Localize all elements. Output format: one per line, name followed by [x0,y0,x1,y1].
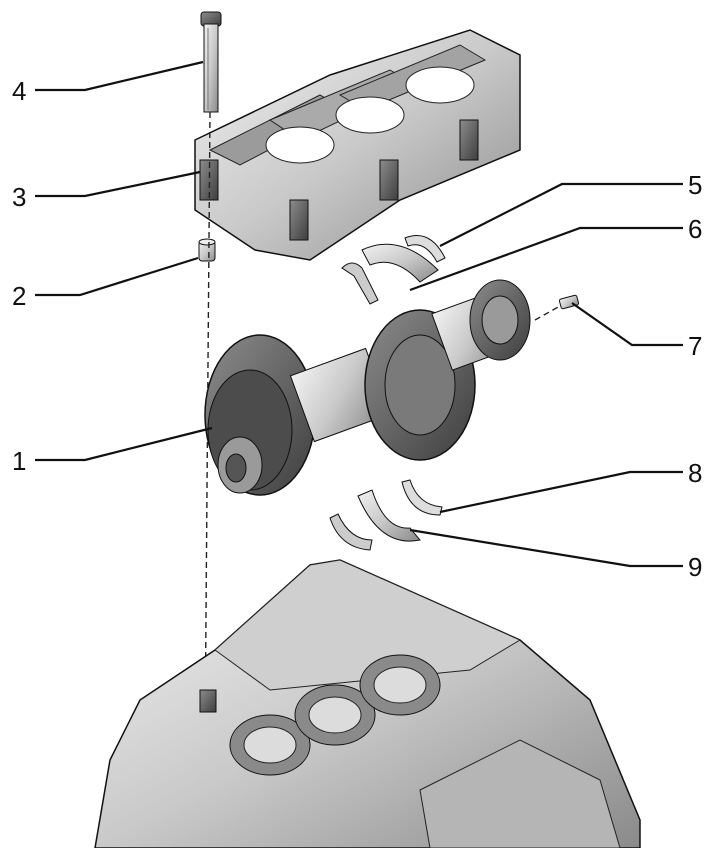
dowel-sleeve-part [198,238,216,262]
callout-1: 1 [12,446,26,476]
leader-line-3 [35,170,201,198]
leader-line-2 [35,256,199,297]
upper-thrust-washer-part [404,235,446,263]
callout-3: 3 [12,182,26,212]
engine-block-part [94,559,641,848]
callout-9: 9 [688,552,702,582]
bolt-part [200,11,222,113]
leader-line-5 [439,182,683,247]
leader-line-9 [409,528,683,568]
leader-line-8 [439,470,683,514]
callout-5: 5 [688,170,702,200]
callout-8: 8 [688,458,702,488]
leader-line-6 [409,226,683,292]
leader-line-7 [571,302,683,347]
callout-6: 6 [688,214,702,244]
lower-bearing-shell-part [329,489,421,551]
crankshaft-part [204,279,531,496]
leader-line-4 [35,60,204,92]
callout-7: 7 [688,331,702,361]
leader-line-1 [35,426,213,462]
lower-thrust-washer-part [401,479,443,516]
key-pin-part [534,294,580,321]
upper-bearing-shell-part [341,243,439,305]
callout-2: 2 [12,281,26,311]
bedplate-part [194,29,521,261]
callout-4: 4 [12,76,26,106]
